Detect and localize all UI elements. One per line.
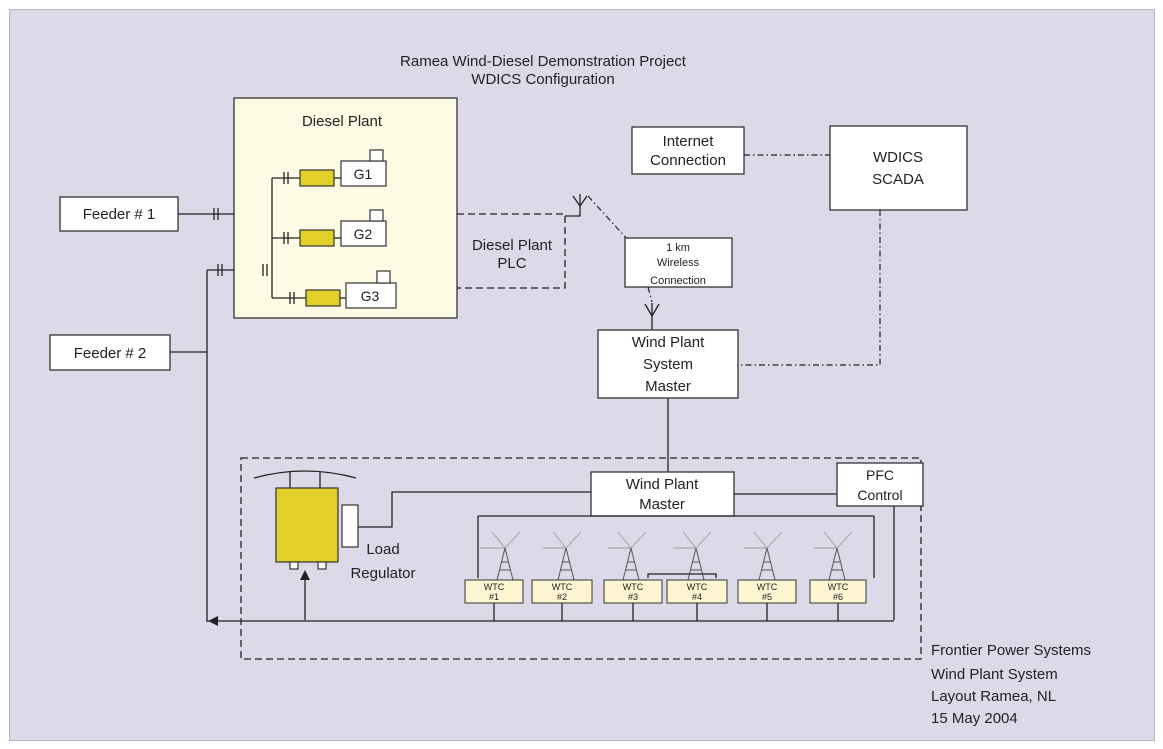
wtc-5: WTC #5 — [737, 579, 797, 604]
svg-text:WTC: WTC — [828, 582, 849, 592]
engine-g2 — [299, 229, 335, 247]
plc-line-2: PLC — [497, 255, 526, 272]
internet-line-2: Connection — [650, 152, 726, 169]
generator-g2-label: G2 — [354, 226, 373, 242]
bus-arrow-icon — [208, 616, 218, 626]
generator-g1-label: G1 — [354, 166, 373, 182]
wireless-connection-box — [624, 237, 733, 288]
diesel-plant-box — [233, 97, 458, 319]
svg-text:WTC: WTC — [484, 582, 505, 592]
wtc-1: WTC #1 — [464, 579, 524, 604]
wind-plant-enclosure — [240, 457, 922, 660]
svg-text:WTC: WTC — [552, 582, 573, 592]
internet-line-1: Internet — [663, 133, 715, 150]
breaker-g3 — [289, 292, 295, 304]
pfc-control-box — [836, 462, 924, 507]
svg-text:#4: #4 — [692, 592, 702, 602]
generator-g3 — [345, 282, 397, 309]
system-master-line-1: Wind Plant — [632, 334, 705, 351]
feeder-1-label: Feeder # 1 — [83, 206, 156, 223]
plc-line-1: Diesel Plant — [472, 237, 553, 254]
generator-g2 — [340, 220, 387, 247]
credit-line-3: Layout Ramea, NL — [931, 688, 1056, 705]
load-regulator-unit — [275, 487, 339, 563]
svg-text:#1: #1 — [489, 592, 499, 602]
system-master-line-2: System — [643, 356, 693, 373]
master-antenna-icon — [644, 303, 660, 330]
wireless-line-3: Connection — [650, 275, 706, 287]
wind-plant-master-line-2: Master — [639, 496, 685, 513]
turbine-5 — [744, 531, 783, 581]
credit-line-4: 15 May 2004 — [931, 710, 1018, 727]
wind-plant-system-master-box — [597, 329, 739, 399]
credit-line-1: Frontier Power Systems — [931, 642, 1091, 659]
turbine-control-line — [477, 515, 875, 578]
title-line-2: WDICS Configuration — [471, 71, 614, 88]
load-regulator-line-1: Load — [366, 541, 399, 558]
breaker-g2 — [283, 232, 289, 244]
load-regulator-arrow-icon — [300, 570, 310, 580]
diesel-plant-label: Diesel Plant — [302, 113, 383, 130]
wtc-2: WTC #2 — [531, 579, 593, 604]
wtc-3: WTC #3 — [603, 579, 663, 604]
wind-plant-master-box — [590, 471, 735, 517]
wind-plant-master-line-1: Wind Plant — [626, 476, 699, 493]
load-regulator-line-2: Regulator — [350, 565, 415, 582]
breaker-g1 — [283, 172, 289, 184]
svg-text:WTC: WTC — [623, 582, 644, 592]
feeder-1-box — [59, 196, 179, 232]
pfc-line-1: PFC — [866, 467, 894, 483]
credit-line-2: Wind Plant System — [931, 666, 1058, 683]
plc-antenna-icon — [572, 194, 588, 207]
svg-text:#6: #6 — [833, 592, 843, 602]
svg-text:WTC: WTC — [757, 582, 778, 592]
wtc-4: WTC #4 — [666, 579, 728, 604]
feeder-2-bus — [206, 269, 234, 622]
svg-text:#5: #5 — [762, 592, 772, 602]
pfc-line-2: Control — [857, 487, 902, 503]
turbine-4 — [673, 531, 712, 581]
feeder-2-box — [49, 334, 171, 371]
engine-g1 — [299, 169, 335, 187]
wireless-line-2: Wireless — [657, 257, 700, 269]
diesel-plant-plc-box — [457, 213, 566, 289]
load-regulator-vent-icon — [253, 470, 357, 488]
svg-text:#2: #2 — [557, 592, 567, 602]
svg-text:#3: #3 — [628, 592, 638, 602]
wtc-6: WTC #6 — [809, 579, 867, 604]
title-line-1: Ramea Wind-Diesel Demonstration Project — [400, 53, 687, 70]
feeder-2-label: Feeder # 2 — [74, 345, 147, 362]
generator-g3-label: G3 — [361, 288, 380, 304]
system-master-line-3: Master — [645, 378, 691, 395]
svg-text:WTC: WTC — [687, 582, 708, 592]
generator-g1 — [340, 160, 387, 187]
scada-line-1: WDICS — [873, 149, 923, 166]
turbine-1 — [480, 531, 521, 581]
wireless-line-1: 1 km — [666, 242, 690, 254]
turbine-2 — [543, 531, 582, 581]
turbine-3 — [608, 531, 647, 581]
turbine-6 — [814, 531, 853, 581]
wdics-scada-box — [829, 125, 968, 211]
engine-g3 — [305, 289, 341, 307]
scada-line-2: SCADA — [872, 171, 924, 188]
feeder-1-breaker — [213, 208, 219, 220]
internet-connection-box — [631, 126, 745, 175]
